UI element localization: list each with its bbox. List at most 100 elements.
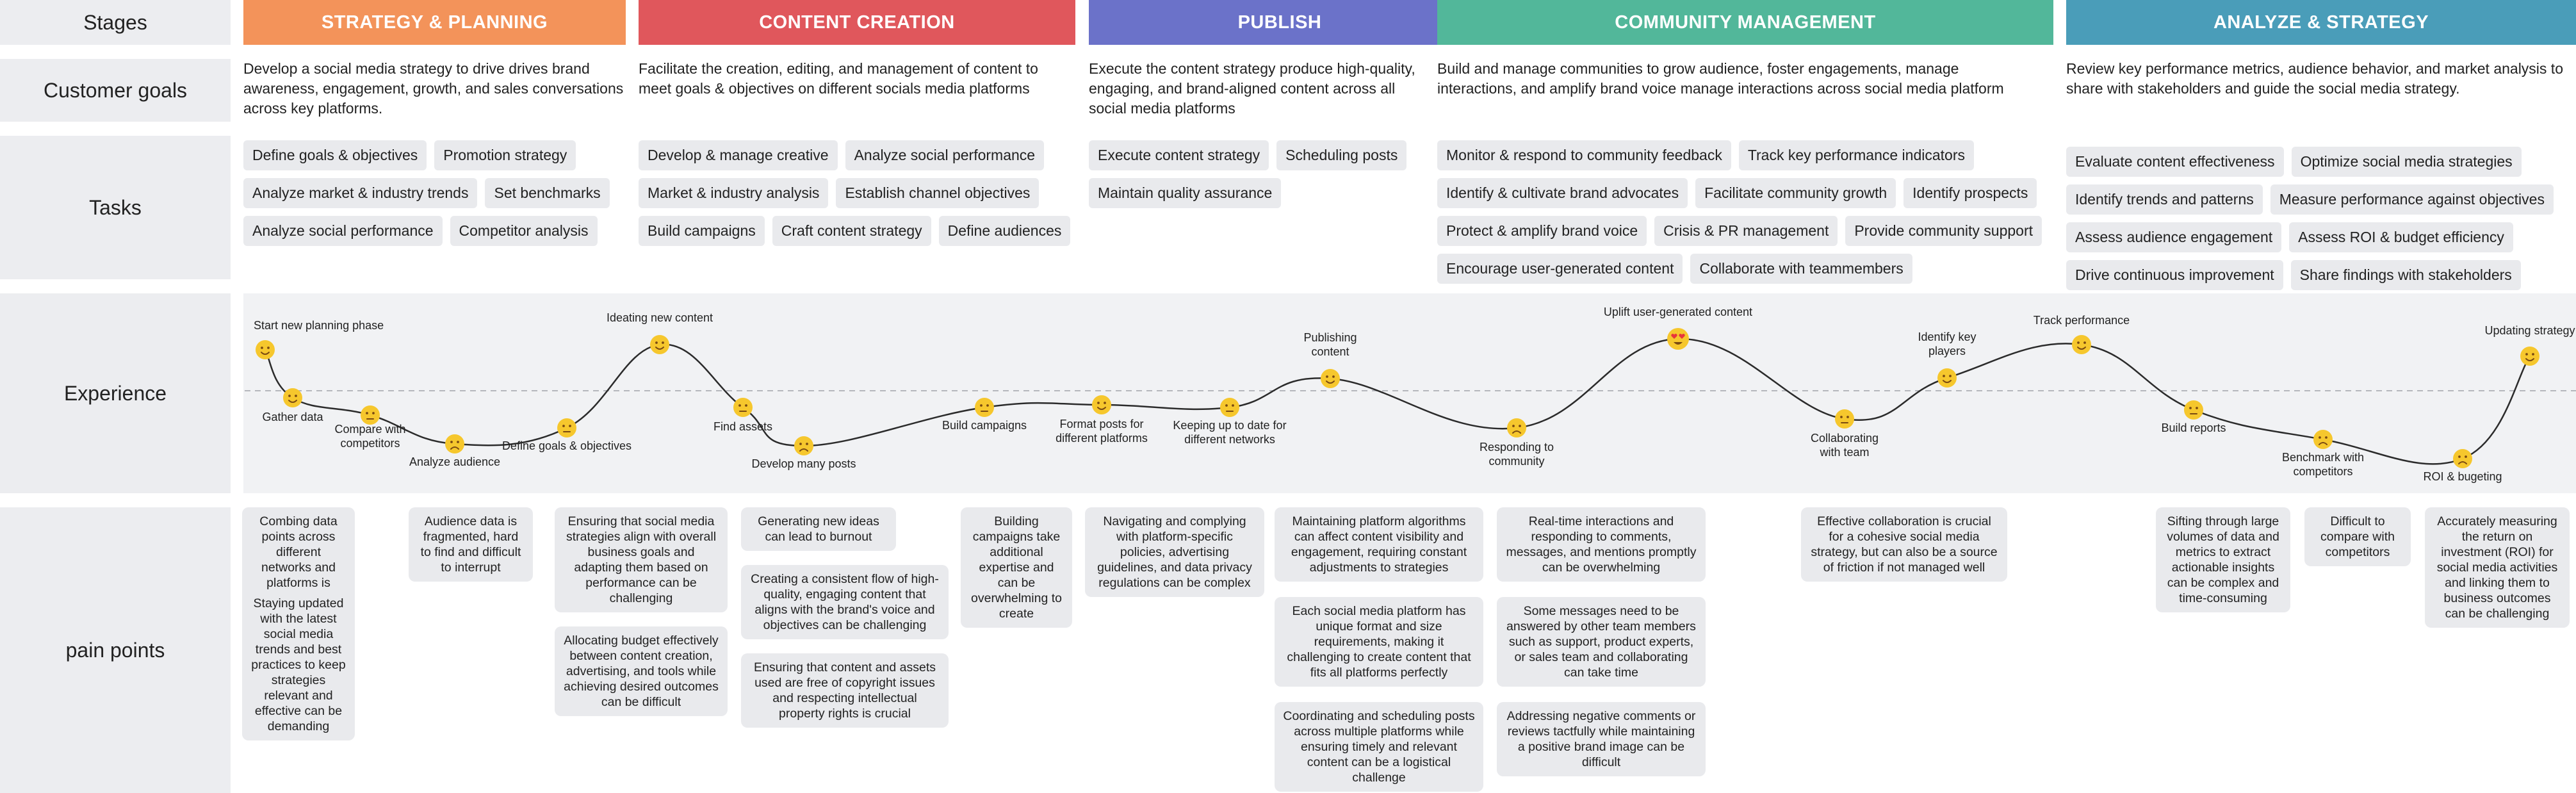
row-label-customer-goals: Customer goals xyxy=(0,59,231,122)
task-chip: Define goals & objectives xyxy=(243,140,427,170)
task-chip: Analyze market & industry trends xyxy=(243,178,478,208)
smile-emoji-icon xyxy=(1092,395,1111,414)
experience-step-label: Develop many posts xyxy=(751,457,856,470)
smile-emoji-icon xyxy=(1321,369,1340,388)
experience-step-label: Ideating new content xyxy=(607,311,713,324)
task-chip: Build campaigns xyxy=(639,216,765,246)
task-chip: Evaluate content effectiveness xyxy=(2066,147,2284,177)
task-chip: Analyze social performance xyxy=(243,216,443,246)
task-chip: Provide community support xyxy=(1845,216,2042,246)
tasks-content-creation: Develop & manage creative Analyze social… xyxy=(639,140,1080,246)
task-chip: Assess ROI & budget efficiency xyxy=(2289,222,2513,252)
experience-step-label: ROI & bugeting xyxy=(2423,470,2502,483)
experience-step-label: Gather data xyxy=(262,411,323,423)
experience-step-label: Start new planning phase xyxy=(254,319,384,332)
task-chip: Optimize social media strategies xyxy=(2291,147,2522,177)
stage-content-creation: CONTENT CREATION xyxy=(639,0,1075,45)
pain-point-card: Audience data is fragmented, hard to fin… xyxy=(409,507,533,582)
task-chip: Develop & manage creative xyxy=(639,140,838,170)
tasks-community-management: Monitor & respond to community feedback … xyxy=(1437,140,2053,284)
task-chip: Track key performance indicators xyxy=(1738,140,1974,170)
task-chip: Monitor & respond to community feedback xyxy=(1437,140,1731,170)
smile-emoji-icon xyxy=(283,388,302,407)
task-chip: Share findings with stakeholders xyxy=(2290,260,2521,290)
tasks-publish: Execute content strategy Scheduling post… xyxy=(1089,140,1422,208)
goal-analyze-strategy: Review key performance metrics, audience… xyxy=(2066,60,2563,97)
experience-panel xyxy=(243,293,2576,493)
row-label-stages: Stages xyxy=(0,0,231,45)
task-chip: Drive continuous improvement xyxy=(2066,260,2283,290)
pain-point-card: Generating new ideas can lead to burnout xyxy=(741,507,896,551)
row-label-tasks: Tasks xyxy=(0,136,231,279)
task-chip: Scheduling posts xyxy=(1276,140,1407,170)
task-chip: Maintain quality assurance xyxy=(1089,178,1282,208)
task-chip: Identify prospects xyxy=(1903,178,2037,208)
task-chip: Measure performance against objectives xyxy=(2270,184,2554,215)
smile-emoji-icon xyxy=(1937,368,1957,388)
task-chip: Set benchmarks xyxy=(485,178,610,208)
task-chip: Encourage user-generated content xyxy=(1437,254,1683,284)
neutral-emoji-icon xyxy=(733,398,753,417)
frown-emoji-icon xyxy=(1507,418,1526,437)
tasks-analyze-strategy: Evaluate content effectiveness Optimize … xyxy=(2066,147,2576,290)
pain-point-card: Navigating and complying with platform-s… xyxy=(1085,507,1264,597)
experience-step-label: Analyze audience xyxy=(409,455,500,468)
frown-emoji-icon xyxy=(2453,449,2472,468)
task-chip: Define audiences xyxy=(938,216,1071,246)
neutral-emoji-icon xyxy=(1220,398,1239,417)
pain-point-card: Some messages need to be answered by oth… xyxy=(1497,597,1706,687)
stage-publish: PUBLISH xyxy=(1089,0,1471,45)
neutral-emoji-icon xyxy=(361,405,380,425)
neutral-emoji-icon xyxy=(557,418,576,437)
task-chip: Identify & cultivate brand advocates xyxy=(1437,178,1688,208)
pain-point-card: Addressing negative comments or reviews … xyxy=(1497,702,1706,776)
smile-emoji-icon xyxy=(2520,347,2539,366)
pain-point-card: Building campaigns take additional exper… xyxy=(961,507,1072,628)
stage-analyze-strategy: ANALYZE & STRATEGY xyxy=(2066,0,2576,45)
pain-point-card: Accurately measuring the return on inves… xyxy=(2425,507,2570,628)
pain-point-card: Ensuring that social media strategies al… xyxy=(555,507,728,612)
smile-emoji-icon xyxy=(650,335,669,354)
pain-point-card: Sifting through large volumes of data an… xyxy=(2156,507,2290,612)
task-chip: Establish channel objectives xyxy=(836,178,1039,208)
pain-point-card: Maintaining platform algorithms can affe… xyxy=(1275,507,1483,582)
task-chip: Protect & amplify brand voice xyxy=(1437,216,1647,246)
pain-point-card: Difficult to compare with competitors xyxy=(2304,507,2411,566)
task-chip: Competitor analysis xyxy=(450,216,598,246)
frown-emoji-icon xyxy=(445,434,464,454)
smile-emoji-icon xyxy=(256,340,275,359)
goal-community-management: Build and manage communities to grow aud… xyxy=(1437,60,2004,97)
frown-emoji-icon xyxy=(2313,430,2333,449)
experience-step-label: Define goals & objectives xyxy=(502,439,632,452)
neutral-emoji-icon xyxy=(975,398,994,417)
experience-step-label: Build reports xyxy=(2161,421,2226,434)
task-chip: Craft content strategy xyxy=(772,216,931,246)
neutral-emoji-icon xyxy=(2184,400,2203,420)
stage-strategy-planning: STRATEGY & PLANNING xyxy=(243,0,626,45)
pain-point-card: Allocating budget effectively between co… xyxy=(555,626,728,716)
experience-step-label: Uplift user-generated content xyxy=(1604,306,1752,318)
stage-community-management: COMMUNITY MANAGEMENT xyxy=(1437,0,2053,45)
task-chip: Execute content strategy xyxy=(1089,140,1269,170)
neutral-emoji-icon xyxy=(1835,409,1854,429)
experience-step-label: Build campaigns xyxy=(942,419,1027,432)
pain-point-card: Staying updated with the latest social m… xyxy=(242,589,355,740)
task-chip: Collaborate with teammembers xyxy=(1690,254,1912,284)
task-chip: Identify trends and patterns xyxy=(2066,184,2263,215)
smile-emoji-icon xyxy=(2072,335,2091,354)
experience-step-label: Track performance xyxy=(2034,314,2130,327)
pain-point-card: Coordinating and scheduling posts across… xyxy=(1275,702,1483,792)
task-chip: Facilitate community growth xyxy=(1695,178,1896,208)
pain-point-card: Each social media platform has unique fo… xyxy=(1275,597,1483,687)
experience-step-label: Updating strategy xyxy=(2484,324,2575,337)
pain-point-card: Effective collaboration is crucial for a… xyxy=(1801,507,2007,582)
frown-emoji-icon xyxy=(794,436,813,455)
pain-point-card: Real-time interactions and responding to… xyxy=(1497,507,1706,582)
